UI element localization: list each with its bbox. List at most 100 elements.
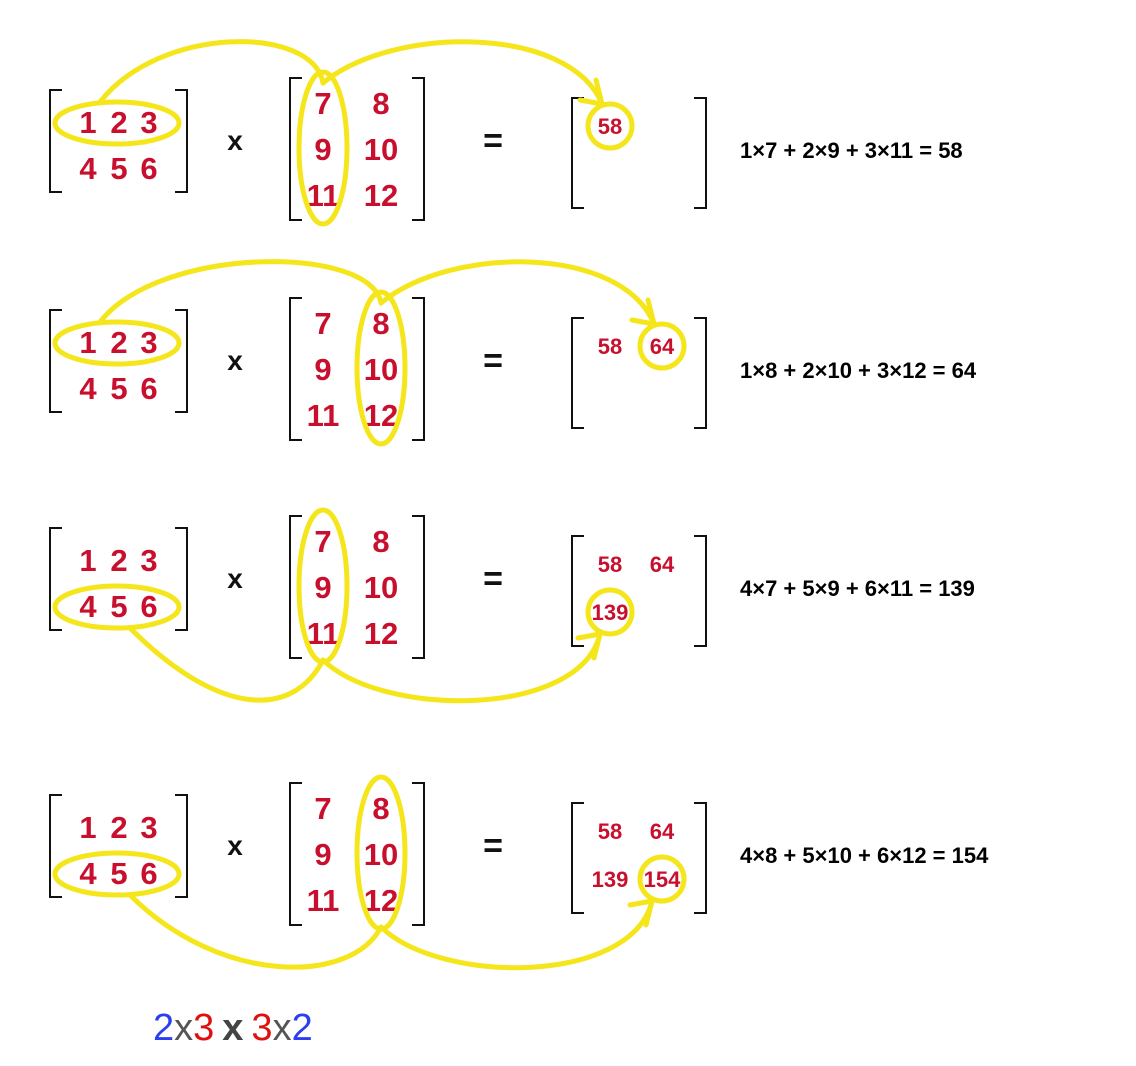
matrix-b-cell: 7 xyxy=(314,791,331,826)
result-highlight-circle xyxy=(585,587,635,637)
matrix-a-cell: 1 xyxy=(79,543,96,578)
matrix-a-left-bracket xyxy=(49,527,62,631)
matrix-b-left-bracket xyxy=(289,77,302,221)
matrix-a-cell: 6 xyxy=(140,589,157,624)
equals-symbol: = xyxy=(483,827,503,865)
result-cell: 58 xyxy=(598,334,622,359)
matrix-b-cell: 10 xyxy=(364,837,398,872)
matrix-a-cell: 6 xyxy=(140,371,157,406)
flow-arrow xyxy=(378,259,657,327)
flow-arrow xyxy=(127,625,326,703)
matrix-a-right-bracket xyxy=(175,527,188,631)
matrix-a-cell: 6 xyxy=(140,856,157,891)
matrix-a-cell: 5 xyxy=(110,589,127,624)
result-cell: 58 xyxy=(598,114,622,139)
equals-symbol: = xyxy=(483,342,503,380)
matrix-a-cell: 2 xyxy=(110,543,127,578)
matrix-a-cell: 3 xyxy=(140,810,157,845)
matrix-a-cell: 6 xyxy=(140,151,157,186)
matrix-a-right-bracket xyxy=(175,89,188,193)
matrix-b-cell: 11 xyxy=(307,616,340,651)
matrix-b-cell: 9 xyxy=(314,837,331,872)
arrow-head-icon xyxy=(629,297,657,327)
result-matrix-left-bracket xyxy=(571,802,584,914)
dim-times: x xyxy=(222,1007,244,1049)
result-cell: 58 xyxy=(598,819,622,844)
result-highlight-circle xyxy=(637,321,687,371)
flow-arrow xyxy=(378,898,655,971)
dim-x1: x xyxy=(174,1007,194,1049)
matrix-a-cell: 4 xyxy=(79,151,97,186)
result-cell: 139 xyxy=(592,600,629,625)
matrix-b-cell: 9 xyxy=(314,570,331,605)
row-highlight-ellipse xyxy=(52,583,182,631)
row-highlight-ellipse xyxy=(52,99,182,147)
result-matrix-right-bracket xyxy=(694,97,707,209)
column-highlight-ellipse xyxy=(354,289,408,447)
dim-b-cols: 2 xyxy=(291,1007,313,1049)
matrix-b-cell: 7 xyxy=(314,86,331,121)
dim-a-cols: 3 xyxy=(193,1007,215,1049)
matrix-b-right-bracket xyxy=(412,77,425,221)
matrix-b-cell: 8 xyxy=(372,524,389,559)
matrix-a-cell: 4 xyxy=(79,589,97,624)
matrix-a-cell: 1 xyxy=(79,105,96,140)
result-matrix-left-bracket xyxy=(571,535,584,647)
matrix-b-right-bracket xyxy=(412,782,425,926)
arrow-head-icon xyxy=(577,77,605,107)
matrix-b-cell: 12 xyxy=(364,398,398,433)
matrix-b-cell: 10 xyxy=(364,132,398,167)
dim-x2: x xyxy=(272,1007,292,1049)
step-equation: 4×7 + 5×9 + 6×11 = 139 xyxy=(740,576,975,601)
step-equation: 4×8 + 5×10 + 6×12 = 154 xyxy=(740,843,989,868)
matrix-a-cell: 2 xyxy=(110,105,127,140)
matrix-b-cell: 8 xyxy=(372,791,389,826)
matrix-b-cell: 8 xyxy=(372,86,389,121)
result-cell: 64 xyxy=(650,552,675,577)
matrix-b-right-bracket xyxy=(412,515,425,659)
matrix-b-left-bracket xyxy=(289,782,302,926)
result-matrix-left-bracket xyxy=(571,97,584,209)
matrix-a-cell: 4 xyxy=(79,371,97,406)
result-cell: 64 xyxy=(650,819,675,844)
result-cell: 139 xyxy=(592,867,629,892)
matrix-a-cell: 5 xyxy=(110,151,127,186)
times-symbol: x xyxy=(227,563,243,594)
matrix-b-cell: 11 xyxy=(307,398,340,433)
step-equation: 1×8 + 2×10 + 3×12 = 64 xyxy=(740,358,977,383)
matrix-a-cell: 3 xyxy=(140,325,157,360)
flow-arrow xyxy=(127,892,384,970)
matrix-b-cell: 8 xyxy=(372,306,389,341)
matrix-b-cell: 10 xyxy=(364,570,398,605)
dim-a-rows: 2 xyxy=(153,1007,175,1049)
arrow-head-icon xyxy=(575,631,603,661)
step-equation: 1×7 + 2×9 + 3×11 = 58 xyxy=(740,138,963,163)
matrix-b-cell: 11 xyxy=(307,178,340,213)
result-matrix-right-bracket xyxy=(694,535,707,647)
result-cell: 64 xyxy=(650,334,675,359)
result-matrix-right-bracket xyxy=(694,317,707,429)
equals-symbol: = xyxy=(483,560,503,598)
matrix-a-cell: 1 xyxy=(79,810,96,845)
matrix-a-left-bracket xyxy=(49,89,62,193)
matrix-b-cell: 12 xyxy=(364,616,398,651)
row-highlight-ellipse xyxy=(52,850,182,898)
matrix-a-cell: 5 xyxy=(110,371,127,406)
result-matrix-left-bracket xyxy=(571,317,584,429)
result-cell: 58 xyxy=(598,552,622,577)
matrix-a-cell: 1 xyxy=(79,325,96,360)
flow-arrow xyxy=(97,259,384,325)
matrix-b-left-bracket xyxy=(289,515,302,659)
flow-arrow xyxy=(320,631,603,704)
matrix-b-cell: 7 xyxy=(314,524,331,559)
times-symbol: x xyxy=(227,125,243,156)
arrow-head-icon xyxy=(627,898,655,928)
matrix-b-cell: 12 xyxy=(364,883,398,918)
matrix-a-cell: 4 xyxy=(79,856,97,891)
equals-symbol: = xyxy=(483,122,503,160)
